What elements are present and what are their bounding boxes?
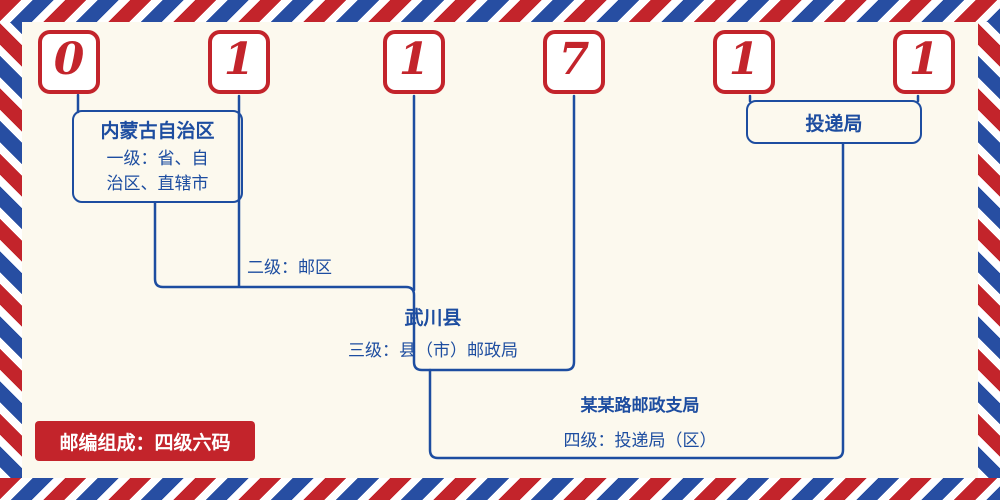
postcode-digit-5: 1 (728, 34, 760, 85)
level1-desc-line1: 一级：省、自 (106, 149, 209, 169)
level1-region-name: 内蒙古自治区 (100, 120, 215, 142)
airmail-border-bottom (0, 478, 1000, 500)
postcode-digit-box-4: 7 (543, 30, 605, 94)
postcode-digit-box-2: 1 (208, 30, 270, 94)
level3-desc: 三级：县（市）邮政局 (348, 341, 518, 361)
airmail-border-left (0, 0, 22, 500)
airmail-border-right (978, 0, 1000, 500)
level2-desc: 二级：邮区 (247, 258, 332, 278)
level3-region-name: 武川县 (404, 307, 462, 329)
level4-office-name: 某某路邮政支局 (580, 396, 700, 416)
delivery-office-label: 投递局 (805, 112, 863, 135)
postcode-composition-badge: 邮编组成：四级六码 (35, 421, 255, 461)
postcode-digit-6: 1 (908, 34, 940, 85)
delivery-office-frame: 投递局 (746, 100, 922, 144)
postcode-digit-4: 7 (558, 34, 590, 85)
level1-frame (72, 110, 243, 203)
level4-desc: 四级：投递局（区） (563, 431, 717, 451)
postcode-digit-3: 1 (398, 34, 430, 85)
level1-desc-line2: 治区、直辖市 (106, 174, 209, 194)
postcode-digit-2: 1 (223, 34, 255, 85)
postcode-digit-box-3: 1 (383, 30, 445, 94)
postcode-digit-1: 0 (53, 34, 85, 85)
airmail-border-top (0, 0, 1000, 22)
postcode-digit-box-5: 1 (713, 30, 775, 94)
postcode-digit-box-1: 0 (38, 30, 100, 94)
postcode-digit-box-6: 1 (893, 30, 955, 94)
